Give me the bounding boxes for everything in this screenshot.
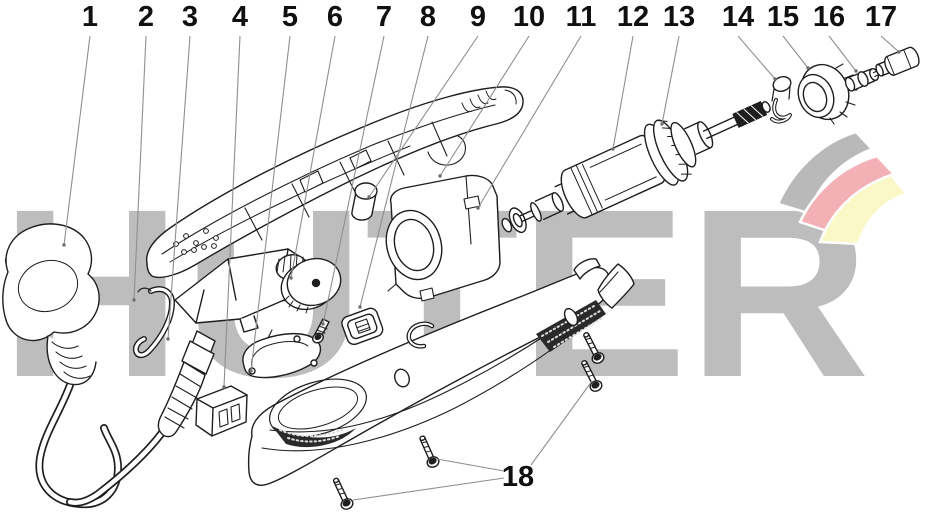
leader-line-18b <box>352 477 505 501</box>
part-cord-guard <box>66 330 216 507</box>
brand-logo <box>776 130 910 246</box>
leader-line-2 <box>133 35 147 301</box>
leader-line-6 <box>290 35 336 279</box>
callout-8: 8 <box>419 1 437 33</box>
callout-15: 15 <box>766 1 800 33</box>
leader-line-15 <box>782 35 809 69</box>
callout-11: 11 <box>565 1 597 33</box>
leader-line-18a <box>436 458 505 472</box>
callout-16: 16 <box>812 1 846 33</box>
leader-endpoint-dots <box>62 50 901 389</box>
leader-line-10 <box>439 35 530 177</box>
leader-line-1 <box>63 35 91 246</box>
callout-7: 7 <box>375 1 393 33</box>
leader-line-17 <box>880 35 900 53</box>
part-lower-housing <box>247 258 635 486</box>
housing-nose <box>597 263 635 309</box>
grip-texture-rear <box>272 426 356 448</box>
screw <box>332 477 354 510</box>
callout-9: 9 <box>469 1 487 33</box>
part-armature <box>501 101 771 234</box>
leader-line-11 <box>477 35 582 209</box>
callout-3: 3 <box>181 1 199 33</box>
part-fan-gear <box>643 119 697 186</box>
part-housing-screws <box>332 332 605 510</box>
logo-gray-swoosh-icon <box>776 130 875 215</box>
part-terminal-block <box>195 385 248 437</box>
part-speed-wheel <box>275 253 342 314</box>
part-power-cord-plug <box>2 223 122 509</box>
callout-12: 12 <box>616 1 650 33</box>
callout-1: 1 <box>81 1 99 33</box>
leader-line-3 <box>167 35 191 340</box>
leader-lines <box>62 35 901 501</box>
part-retaining-clip <box>406 321 435 349</box>
callout-4: 4 <box>231 1 249 33</box>
callout-10: 10 <box>512 1 546 33</box>
part-lock-button <box>341 307 384 346</box>
leader-line-14 <box>737 35 776 80</box>
leader-line-7 <box>322 35 385 325</box>
screw <box>583 332 605 364</box>
leader-line-13 <box>661 35 680 125</box>
callout-5: 5 <box>281 1 299 33</box>
part-cord-hook <box>132 286 175 359</box>
leader-line-5 <box>250 35 291 372</box>
screw <box>581 360 603 392</box>
part-screw-small <box>312 318 330 344</box>
part-stator <box>385 174 501 302</box>
callout-14: 14 <box>721 1 755 33</box>
callout-6: 6 <box>326 1 344 33</box>
screw <box>419 435 440 468</box>
leader-line-12 <box>612 35 634 150</box>
part-chuck-nut <box>875 46 920 77</box>
leader-line-9 <box>368 35 479 198</box>
part-brush-cap <box>770 76 792 124</box>
leader-line-18c <box>530 380 593 466</box>
callout-17: 17 <box>864 1 898 33</box>
part-collet <box>844 68 881 92</box>
leader-line-4 <box>223 35 241 388</box>
callout-18: 18 <box>501 461 535 493</box>
callout-2: 2 <box>137 1 155 33</box>
logo-yellow-swoosh-icon <box>818 173 910 246</box>
bearing-boss <box>351 182 378 221</box>
part-upper-housing <box>146 86 524 279</box>
leader-line-16 <box>828 35 857 72</box>
leader-line-8 <box>359 35 429 308</box>
part-nose-cap <box>797 63 858 125</box>
callout-13: 13 <box>662 1 696 33</box>
